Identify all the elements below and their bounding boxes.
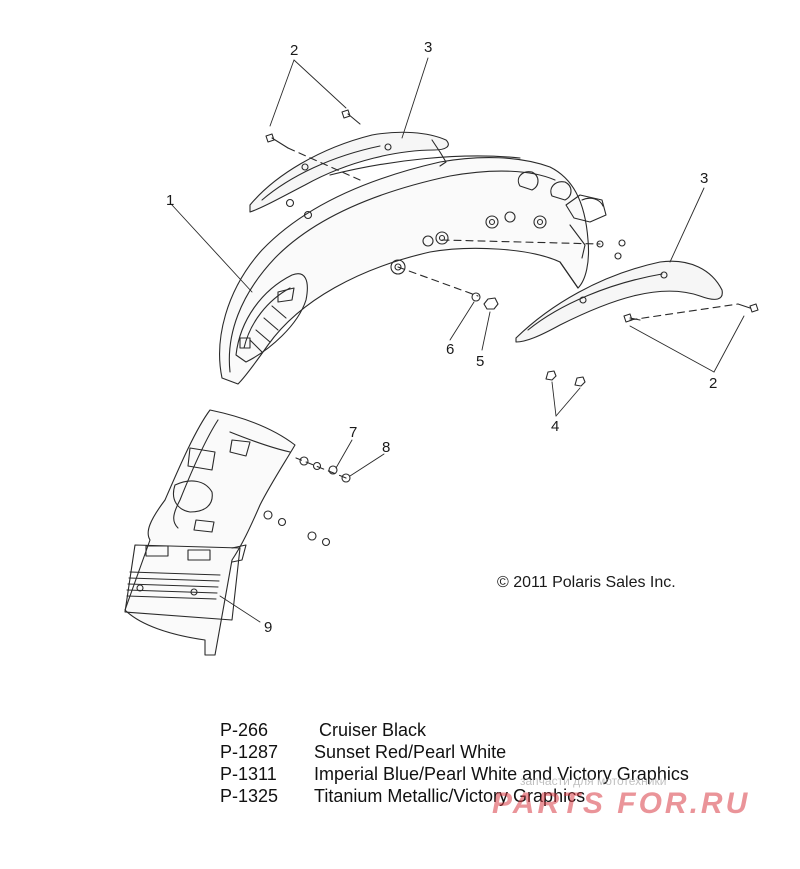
- legend-color-name: Sunset Red/Pearl White: [314, 742, 507, 762]
- callout-3-right: 3: [700, 170, 708, 187]
- copyright-notice: © 2011 Polaris Sales Inc.: [497, 574, 676, 591]
- legend-code: P-1325: [220, 786, 279, 806]
- side-rail-right-part-3: [515, 260, 723, 343]
- fasteners: [263, 109, 759, 547]
- legend-code: P-1287: [220, 742, 279, 762]
- callout-3-top: 3: [424, 39, 432, 56]
- callout-7: 7: [349, 424, 357, 441]
- callout-1: 1: [166, 192, 174, 209]
- legend-color-name: Imperial Blue/Pearl White and Victory Gr…: [314, 764, 689, 784]
- side-rail-left-part-3: [249, 131, 449, 213]
- color-legend: P-266 Cruiser Black P-1287 Sunset Red/Pea…: [220, 719, 689, 807]
- watermark-logo: PARTS FOR.RU: [492, 787, 751, 820]
- legend-code: P-266: [220, 720, 269, 740]
- callout-5: 5: [476, 353, 484, 370]
- legend-item: P-1287 Sunset Red/Pearl White: [220, 741, 689, 763]
- legend-item: P-1325 Titanium Metallic/Victory Graphics: [220, 785, 689, 807]
- license-bracket-part-9: [124, 409, 296, 656]
- legend-item: P-266 Cruiser Black: [220, 719, 689, 741]
- legend-color-name: Titanium Metallic/Victory Graphics: [314, 786, 586, 806]
- assembly-lines: [287, 147, 739, 479]
- leader-lines: [171, 57, 745, 623]
- legend-code: P-1311: [220, 764, 277, 784]
- callout-9: 9: [264, 619, 272, 636]
- callout-6: 6: [446, 341, 454, 358]
- watermark-subtitle: запчасти для мототехники: [520, 774, 667, 788]
- callout-2-right: 2: [709, 375, 717, 392]
- legend-item: P-1311 Imperial Blue/Pearl White and Vict…: [220, 763, 689, 785]
- legend-color-name: Cruiser Black: [319, 720, 427, 740]
- callout-2-top: 2: [290, 42, 298, 59]
- callout-8: 8: [382, 439, 390, 456]
- callout-4: 4: [551, 418, 559, 435]
